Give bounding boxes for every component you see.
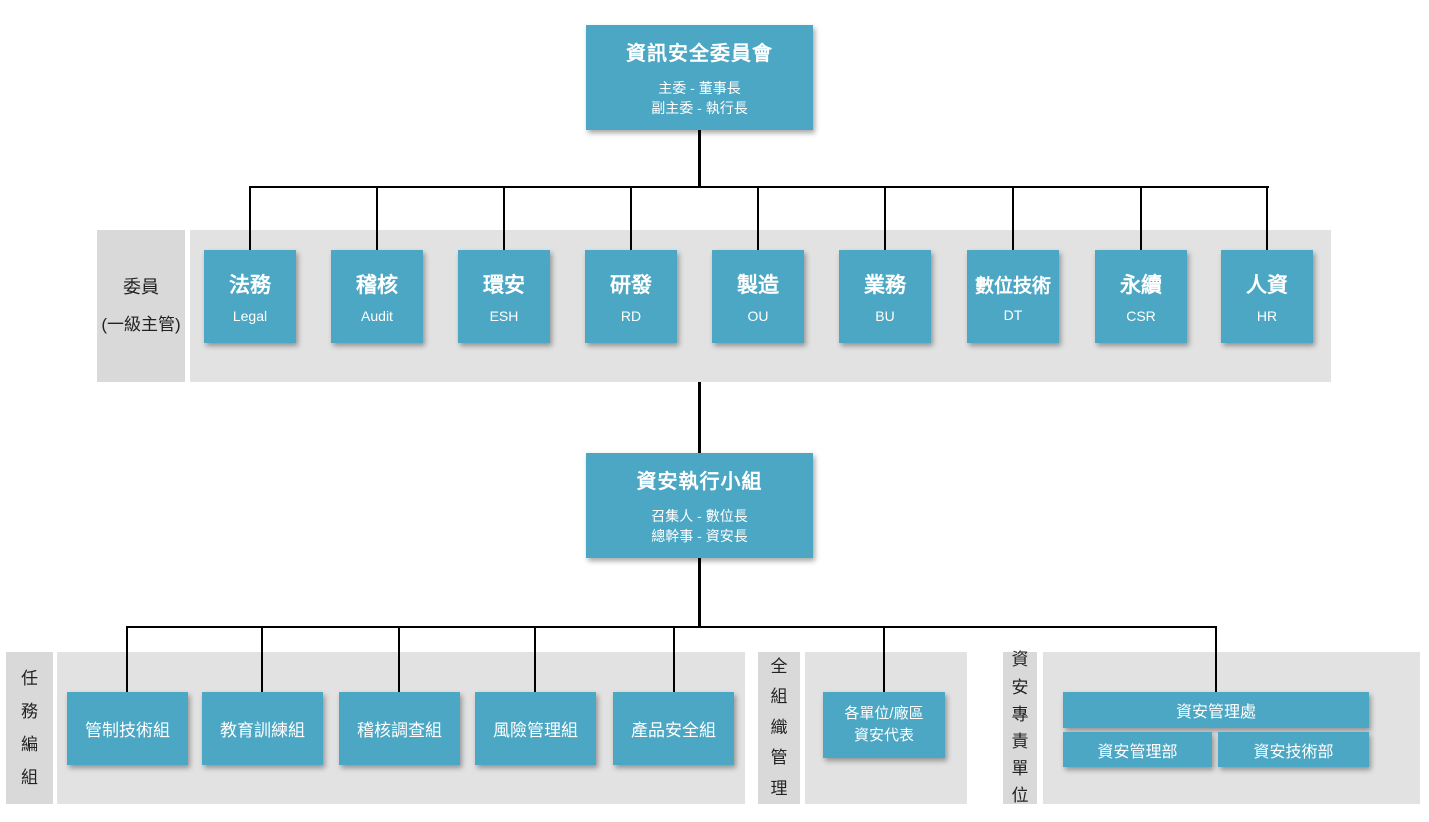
committee-title: 資訊安全委員會: [626, 42, 773, 65]
site-representatives-line2: 資安代表: [853, 727, 914, 744]
security-technology-dept-box: 資安技術部: [1218, 732, 1369, 767]
connector-line: [757, 186, 759, 250]
member-subtitle: ESH: [489, 308, 519, 324]
member-title: 人資: [1246, 274, 1288, 297]
committee-chair: 主委 - 董事長: [658, 79, 741, 96]
connector-line: [503, 186, 505, 250]
connector-line: [698, 130, 701, 188]
member-box-dt: 數位技術 DT: [967, 250, 1059, 343]
connector-line: [698, 382, 701, 453]
site-representatives-line1: 各單位/廠區: [844, 704, 924, 722]
task-group-name: 稽核調查組: [357, 721, 442, 740]
execution-team-title: 資安執行小組: [636, 470, 763, 493]
connector-line: [884, 186, 886, 250]
member-subtitle: HR: [1256, 308, 1278, 324]
member-subtitle: Audit: [361, 308, 393, 324]
section-label-text: (一級主管): [101, 314, 181, 334]
task-group-box: 稽核調查組: [339, 692, 460, 765]
execution-team-box: 資安執行小組 召集人 - 數位長 總幹事 - 資安長: [586, 453, 813, 558]
section-label-text: 委員: [123, 277, 159, 297]
member-title: 永續: [1120, 274, 1162, 297]
member-subtitle: Legal: [232, 308, 268, 324]
connector-line: [1012, 186, 1014, 250]
connector-line: [249, 186, 251, 250]
committee-vice-chair: 副主委 - 執行長: [651, 100, 748, 116]
security-management-dept-box: 資安管理部: [1063, 732, 1212, 767]
section-label-org-wide: 全組織管理: [758, 652, 800, 804]
member-title: 數位技術: [974, 275, 1051, 297]
security-technology-dept-name: 資安技術部: [1253, 743, 1334, 761]
member-title: 研發: [610, 274, 652, 297]
member-box-rd: 研發 RD: [585, 250, 677, 343]
execution-team-secretary: 總幹事 - 資安長: [651, 528, 748, 544]
task-group-box: 教育訓練組: [202, 692, 323, 765]
connector-line: [249, 186, 1269, 188]
section-label-committee: 委員 (一級主管): [97, 230, 185, 382]
connector-line: [261, 626, 263, 692]
task-group-box: 風險管理組: [475, 692, 596, 765]
member-box-audit: 稽核 Audit: [331, 250, 423, 343]
connector-line: [534, 626, 536, 692]
member-subtitle: DT: [1003, 306, 1023, 323]
security-division-box: 資安管理處: [1063, 692, 1369, 728]
site-representatives-box: 各單位/廠區 資安代表: [823, 692, 945, 758]
task-group-box: 管制技術組: [67, 692, 188, 765]
section-label-dedicated-unit: 資安專責單位: [1003, 650, 1037, 805]
committee-box: 資訊安全委員會 主委 - 董事長 副主委 - 執行長: [586, 25, 813, 130]
section-label-text: 全組織管理: [770, 656, 788, 798]
member-box-legal: 法務 Legal: [204, 250, 296, 343]
connector-line: [126, 626, 1217, 628]
section-label-text: 任務編組: [21, 668, 38, 788]
member-box-bu: 業務 BU: [839, 250, 931, 343]
member-box-ou: 製造 OU: [712, 250, 804, 343]
connector-line: [398, 626, 400, 692]
member-subtitle: RD: [620, 308, 642, 324]
connector-line: [1140, 186, 1142, 250]
connector-line: [1215, 626, 1217, 692]
member-subtitle: BU: [875, 308, 895, 324]
member-subtitle: OU: [747, 308, 769, 324]
connector-line: [883, 626, 885, 692]
security-division-name: 資安管理處: [1175, 704, 1256, 721]
connector-line: [673, 626, 675, 692]
task-group-name: 產品安全組: [631, 721, 716, 740]
section-label-task-groups: 任務編組: [6, 652, 53, 804]
member-box-hr: 人資 HR: [1221, 250, 1313, 343]
dedicated-unit-band: [1043, 652, 1420, 804]
member-title: 環安: [483, 274, 525, 297]
connector-line: [1266, 186, 1268, 250]
member-title: 業務: [864, 274, 906, 297]
connector-line: [630, 186, 632, 250]
security-management-dept-name: 資安管理部: [1097, 743, 1178, 761]
member-title: 法務: [229, 274, 271, 297]
task-group-name: 管制技術組: [85, 721, 170, 740]
member-title: 製造: [737, 274, 779, 297]
member-subtitle: CSR: [1126, 308, 1156, 324]
member-box-csr: 永續 CSR: [1095, 250, 1187, 343]
task-group-name: 風險管理組: [493, 721, 578, 740]
connector-line: [126, 626, 128, 692]
member-box-esh: 環安 ESH: [458, 250, 550, 343]
connector-line: [698, 558, 701, 628]
member-title: 稽核: [356, 274, 398, 297]
section-label-text: 資安專責單位: [1011, 650, 1029, 806]
task-group-box: 產品安全組: [613, 692, 734, 765]
task-group-name: 教育訓練組: [220, 721, 305, 740]
execution-team-convener: 召集人 - 數位長: [651, 507, 748, 524]
connector-line: [376, 186, 378, 250]
